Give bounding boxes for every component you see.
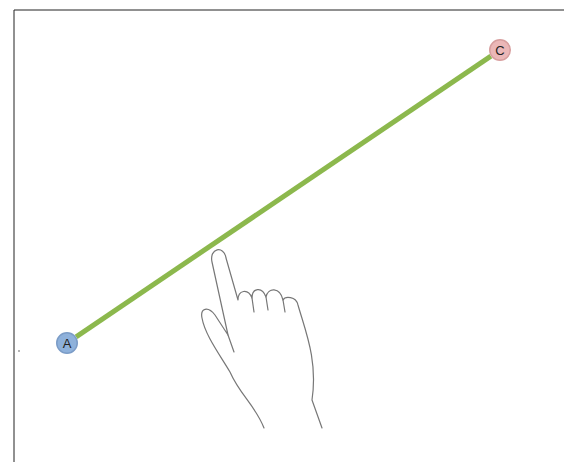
point-label: A <box>63 337 72 350</box>
frame-left <box>14 10 15 462</box>
circle-fill <box>57 333 78 354</box>
circle-fill <box>490 40 511 61</box>
point-circle: C <box>489 39 511 61</box>
frame-top <box>14 10 564 11</box>
dot-mark <box>18 350 20 352</box>
point-label: C <box>495 44 504 57</box>
point-circle: A <box>56 332 78 354</box>
segment-line <box>76 56 491 337</box>
